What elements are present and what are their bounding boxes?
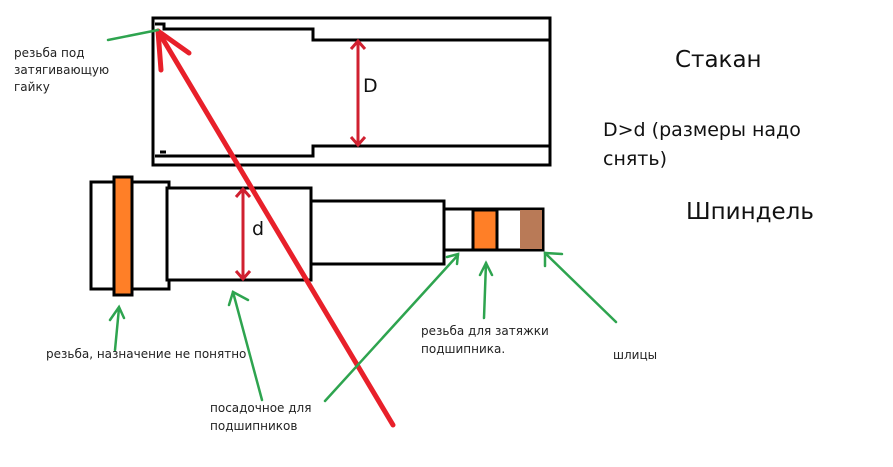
leader-bearing-seat [227,290,264,402]
spindle-bearing-seat [165,186,313,282]
green-leader-arrows [106,28,618,403]
dimension-d-label: d [252,218,265,240]
spindle-middle-section [309,199,446,266]
label-bearing-seat-1: посадочное для [210,401,312,415]
red-pointer-arrow [155,28,396,428]
dimension-D [349,38,367,148]
cup-title: Стакан [675,47,762,73]
leader-cross-middle [323,252,460,403]
label-thread-unknown: резьба, назначение не понятно [46,347,247,361]
leader-splines [543,251,618,324]
cup-inner-bottom-profile [155,144,550,158]
size-note-line2: снять) [603,148,667,170]
cup-drawing [151,16,552,167]
cup-inner-top-profile [155,22,550,42]
size-note-line1: D>d (размеры надо [603,119,801,141]
spindle-title: Шпиндель [686,199,814,225]
label-thread-nut-2: затягивающую [14,63,110,77]
leader-bearing-thread [478,260,494,320]
label-bearing-thread-2: подшипника. [421,342,506,356]
leader-thread-unknown [108,304,126,352]
label-bearing-thread-1: резьба для затяжки [421,324,549,338]
spindle-thread-ring [112,175,134,297]
dimension-d [234,186,252,282]
label-thread-nut-3: гайку [14,80,50,94]
spindle-bearing-thread [471,208,499,252]
cup-outer-wall [151,16,552,167]
label-thread-nut-1: резьба под [14,46,85,60]
leader-thread-nut [106,28,160,42]
dimension-D-label: D [363,75,378,97]
label-bearing-seat-2: подшипников [210,419,298,433]
spindle-splines [520,210,542,249]
label-splines: шлицы [613,348,658,362]
spindle-drawing [89,175,545,297]
